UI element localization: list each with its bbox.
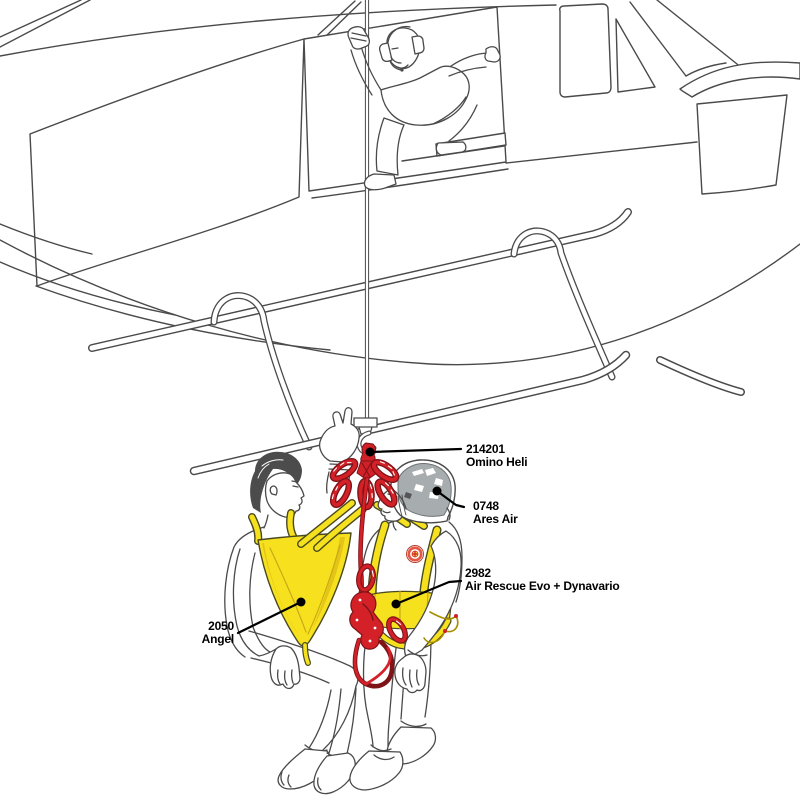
carabiner-icon	[356, 563, 376, 593]
label-dots	[296, 447, 442, 609]
label-leader-lines	[236, 447, 466, 635]
carabiner-icon	[329, 477, 353, 509]
carabiner-icon	[329, 458, 359, 482]
helmet-panel	[397, 463, 452, 517]
tail-boom	[629, 0, 743, 77]
door-sill	[311, 168, 509, 199]
boom-underside-line	[685, 62, 727, 77]
dot-omino-heli	[365, 447, 375, 457]
cabin-window	[559, 3, 612, 98]
prusik-cord	[423, 611, 459, 644]
carabiner-icon	[370, 459, 400, 483]
victim-hair	[250, 451, 302, 513]
label-name: Ares Air	[473, 511, 518, 526]
rotor-blade-icon	[317, 0, 362, 38]
victim-foot	[313, 752, 356, 795]
victim-figure	[224, 451, 359, 795]
dot-ares-air	[432, 486, 442, 496]
rescuer-glove	[394, 653, 427, 694]
rotor-blade-icon	[0, 0, 91, 48]
cabin-window-triangle	[615, 18, 656, 93]
leader-ares-air	[435, 489, 466, 509]
label-code: 214201	[466, 442, 505, 456]
headset-earcup	[411, 35, 425, 55]
helmet-chinstrap	[397, 494, 407, 517]
rescuer-boot	[349, 750, 404, 791]
crew-member-figure	[347, 25, 501, 191]
victim-face	[264, 472, 305, 518]
dot-angel	[296, 597, 306, 607]
cabin-roof	[0, 4, 557, 57]
fuselage-side-line	[505, 141, 698, 164]
ares-air-helmet	[377, 459, 456, 531]
victim-shin	[304, 685, 357, 752]
carabiner-icon	[374, 478, 398, 508]
rescue-service-badge	[406, 545, 424, 563]
angel-triangle-sling	[248, 499, 367, 666]
leader-angel	[236, 600, 303, 635]
label-name: Angel	[201, 631, 235, 646]
engine-fairing	[679, 61, 800, 98]
landing-skids	[88, 208, 745, 476]
descender-body	[349, 591, 384, 650]
victim-far-shin	[326, 687, 357, 759]
label-air-rescue-evo: 2982 Air Rescue Evo + Dynavario	[465, 567, 620, 592]
dot-air-rescue-evo	[391, 599, 401, 609]
carabiner-sling-cluster	[329, 458, 400, 511]
label-angel: 2050 Angel	[152, 619, 235, 646]
label-code: 0748	[473, 499, 499, 513]
label-omino-heli: 214201 Omino Heli	[466, 442, 528, 469]
rescuer-figure	[349, 520, 463, 791]
label-ares-air: 0748 Ares Air	[473, 500, 518, 525]
victim-arm	[232, 548, 277, 657]
crew-foot	[363, 173, 397, 191]
leader-omino-heli	[368, 447, 463, 454]
crew-hand	[484, 46, 501, 63]
label-name: Air Rescue Evo + Dynavario	[465, 578, 620, 593]
label-name: Omino Heli	[466, 454, 528, 469]
fuselage-belly	[0, 239, 800, 366]
headset-icon	[387, 25, 411, 43]
victim-torso	[224, 526, 265, 658]
crew-hand	[347, 26, 371, 50]
nose-lines	[0, 223, 176, 316]
crew-torso	[380, 65, 470, 126]
carabiner-icon	[386, 616, 408, 644]
crew-foot	[435, 141, 467, 156]
rear-panel	[696, 94, 788, 195]
label-code: 2982	[465, 566, 491, 580]
headset-earcup	[378, 42, 393, 63]
windshield	[29, 38, 305, 287]
rescuer-arm	[394, 530, 462, 694]
crew-leg	[375, 117, 405, 176]
victim-ear	[269, 485, 278, 496]
label-code: 2050	[208, 619, 234, 633]
dynavario-descender	[349, 476, 459, 689]
leader-air-rescue-evo	[394, 579, 463, 606]
headset-mic	[389, 60, 402, 71]
